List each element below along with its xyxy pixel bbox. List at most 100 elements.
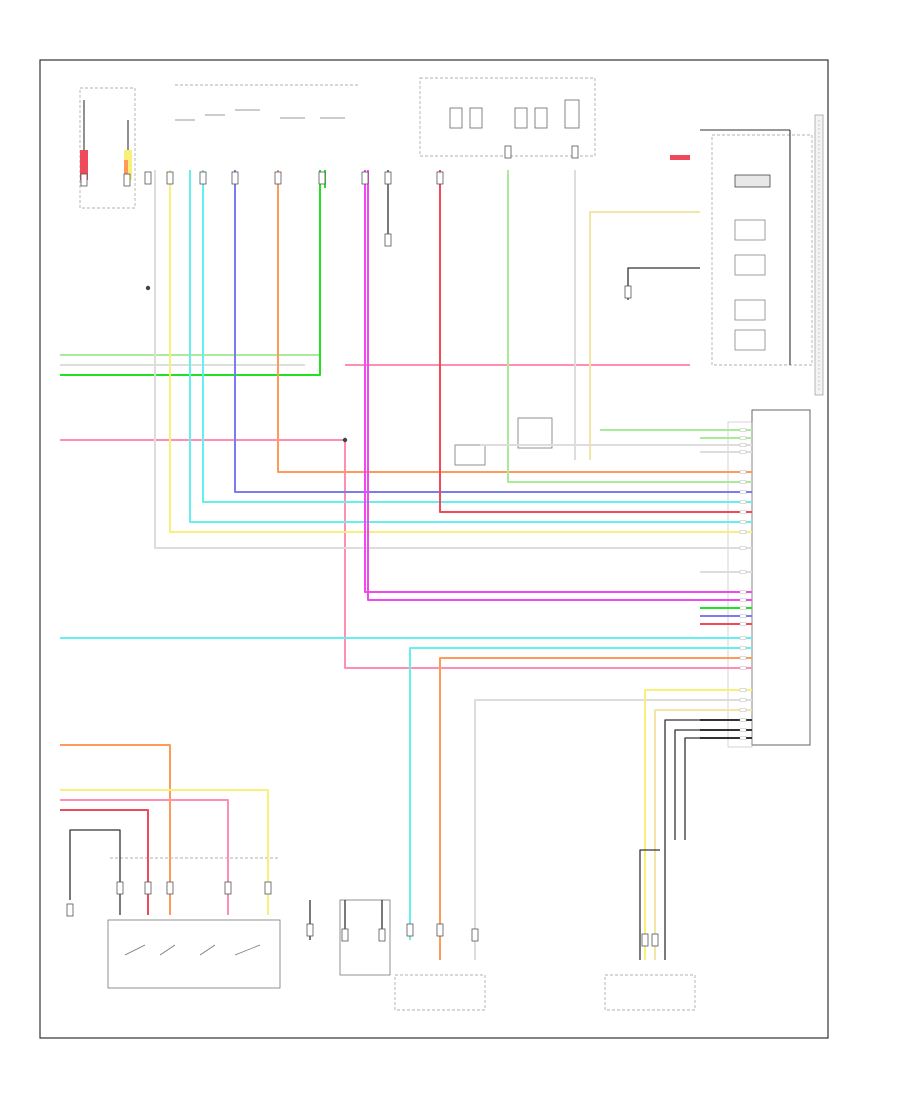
wire-ltgrn [507, 170, 728, 483]
cluster-pin [739, 598, 747, 602]
wire-layer [60, 170, 728, 960]
cluster-pin [739, 570, 747, 574]
indicator-module-block [670, 129, 813, 366]
cluster-connector [727, 409, 811, 748]
cluster-pin [739, 450, 747, 454]
cluster-pin [739, 480, 747, 484]
wire-blk [639, 849, 660, 960]
cluster-pin [739, 698, 747, 702]
relay-box-top [419, 77, 596, 157]
wire-connector [471, 928, 479, 942]
wire-connector [166, 171, 174, 185]
instrument-cluster-strip [814, 114, 824, 396]
junction-layer [145, 285, 348, 443]
cluster-pin [739, 718, 747, 722]
cluster-pin [739, 688, 747, 692]
wire-blk [627, 267, 700, 300]
switch-assembly-top [175, 84, 360, 121]
wire-grn [60, 170, 321, 376]
wire-red [439, 170, 728, 513]
wire-blk [69, 829, 121, 915]
cluster-pin [739, 646, 747, 650]
cluster-pin [739, 428, 747, 432]
cluster-pin [739, 443, 747, 447]
wire-vio [364, 170, 728, 593]
wire-connector [166, 881, 174, 895]
cluster-pin [739, 546, 747, 550]
wire-connector [123, 173, 131, 187]
wire-connector [306, 923, 314, 937]
splice-junction [145, 285, 151, 291]
wire-connector [224, 881, 232, 895]
cluster-pin [739, 530, 747, 534]
wire-connector [436, 171, 444, 185]
cluster-pin [739, 510, 747, 514]
wire-red [60, 809, 149, 915]
cluster-pin [739, 666, 747, 670]
wire-connector [116, 881, 124, 895]
wire-yel [60, 789, 269, 915]
small-module-center [454, 417, 553, 466]
wire-blu [234, 170, 728, 493]
wire-connector [436, 923, 444, 937]
cluster-pin [739, 708, 747, 712]
wire-connector [406, 923, 414, 937]
wire-connector [264, 881, 272, 895]
cluster-pin [739, 490, 747, 494]
diagram-frame [39, 59, 829, 1039]
wire-connector [571, 145, 579, 159]
cluster-pin-layer [700, 428, 752, 740]
wire-vio [367, 170, 728, 601]
wire-connector [378, 928, 386, 942]
wire-connector [384, 171, 392, 185]
cluster-pin [739, 606, 747, 610]
wire-wht [474, 699, 728, 960]
wire-connector [144, 171, 152, 185]
cluster-pin [739, 520, 747, 524]
cluster-pin [739, 622, 747, 626]
bottom-center-modules [339, 899, 696, 1011]
wire-tan [589, 211, 700, 460]
wire-connector [318, 171, 326, 185]
cluster-pin [739, 656, 747, 660]
wire-connector [651, 933, 659, 947]
wire-connector [66, 903, 74, 917]
wire-blk [684, 737, 728, 840]
cluster-pin [739, 590, 747, 594]
bottom-left-switch-module [107, 857, 281, 989]
wire-connector [274, 171, 282, 185]
wire-orn [277, 170, 728, 473]
wire-blk [674, 729, 728, 840]
wire-yel [169, 170, 728, 533]
wire-connector [624, 285, 632, 299]
cluster-pin [739, 436, 747, 440]
cluster-pin [739, 614, 747, 618]
wire-connector [384, 233, 392, 247]
wire-connector [199, 171, 207, 185]
cluster-pin [739, 470, 747, 474]
wire-ltblu [189, 170, 728, 523]
wire-ltblu [202, 170, 728, 503]
wire-ltblu [409, 647, 728, 940]
wire-connector [80, 173, 88, 187]
component-top-left [79, 87, 136, 209]
wire-wht [154, 170, 728, 549]
cluster-pin [739, 728, 747, 732]
wire-pnk [60, 799, 229, 915]
wire-connector [341, 928, 349, 942]
wire-tan [654, 709, 728, 960]
cluster-pin [739, 500, 747, 504]
wire-orn [439, 657, 728, 960]
wire-connector [504, 145, 512, 159]
wire-pnk [60, 439, 728, 669]
connector-layer [66, 145, 659, 947]
wire-connector [144, 881, 152, 895]
cluster-pin [739, 636, 747, 640]
cluster-pin [739, 736, 747, 740]
wire-orn [60, 744, 171, 915]
splice-junction [342, 437, 348, 443]
wire-connector [361, 171, 369, 185]
wire-connector [641, 933, 649, 947]
wire-connector [231, 171, 239, 185]
